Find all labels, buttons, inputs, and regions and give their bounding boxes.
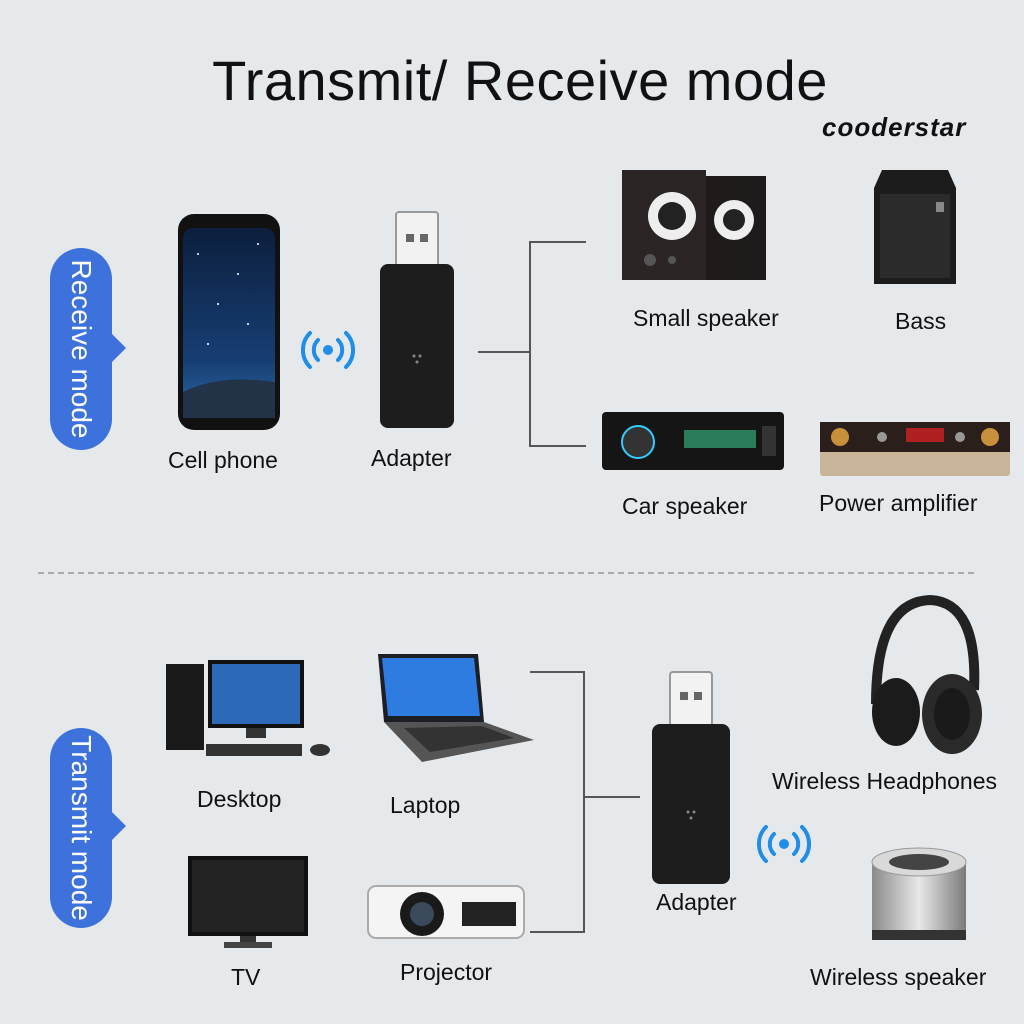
projector-label: Projector bbox=[400, 959, 492, 986]
laptop-image bbox=[374, 652, 536, 764]
adapter-label: Adapter bbox=[656, 889, 737, 916]
wireless-signal-icon bbox=[756, 824, 812, 864]
cell-phone-label: Cell phone bbox=[168, 447, 278, 474]
headphones-image bbox=[862, 594, 984, 758]
connector-line bbox=[529, 241, 531, 446]
transmit-tab-arrow bbox=[112, 812, 126, 840]
tv-label: TV bbox=[231, 964, 260, 991]
connector-line bbox=[478, 351, 530, 353]
car-speaker-label: Car speaker bbox=[622, 493, 747, 520]
power-amplifier-image bbox=[820, 422, 1010, 476]
wireless-signal-icon bbox=[300, 330, 356, 370]
section-divider bbox=[38, 572, 974, 574]
small-speaker-label: Small speaker bbox=[633, 305, 779, 332]
desktop-label: Desktop bbox=[197, 786, 281, 813]
brand-logo: cooderstar bbox=[822, 112, 966, 143]
bass-speaker-image bbox=[872, 168, 958, 286]
connector-line bbox=[529, 241, 586, 243]
page-title: Transmit/ Receive mode bbox=[0, 48, 1024, 113]
receive-tab-arrow bbox=[112, 334, 126, 362]
connector-line bbox=[529, 445, 586, 447]
wireless-headphones-label: Wireless Headphones bbox=[772, 768, 997, 795]
connector-line bbox=[530, 931, 584, 933]
projector-image bbox=[366, 874, 526, 942]
adapter-label: Adapter bbox=[371, 445, 452, 472]
tv-image bbox=[186, 854, 310, 950]
transmit-mode-label: Transmit mode bbox=[65, 735, 97, 921]
adapter-image bbox=[376, 212, 458, 428]
adapter-image bbox=[648, 672, 734, 884]
receive-mode-label: Receive mode bbox=[65, 260, 97, 439]
small-speaker-image bbox=[620, 168, 768, 282]
cell-phone-image bbox=[178, 214, 280, 430]
connector-line bbox=[583, 671, 585, 933]
laptop-label: Laptop bbox=[390, 792, 460, 819]
wireless-speaker-image bbox=[870, 846, 968, 944]
connector-line bbox=[584, 796, 640, 798]
power-amplifier-label: Power amplifier bbox=[819, 490, 978, 517]
wireless-speaker-label: Wireless speaker bbox=[810, 964, 986, 991]
receive-mode-tab: Receive mode bbox=[50, 248, 112, 450]
desktop-image bbox=[166, 660, 334, 760]
connector-line bbox=[530, 671, 584, 673]
bass-label: Bass bbox=[895, 308, 946, 335]
car-speaker-image bbox=[602, 412, 784, 470]
transmit-mode-tab: Transmit mode bbox=[50, 728, 112, 928]
